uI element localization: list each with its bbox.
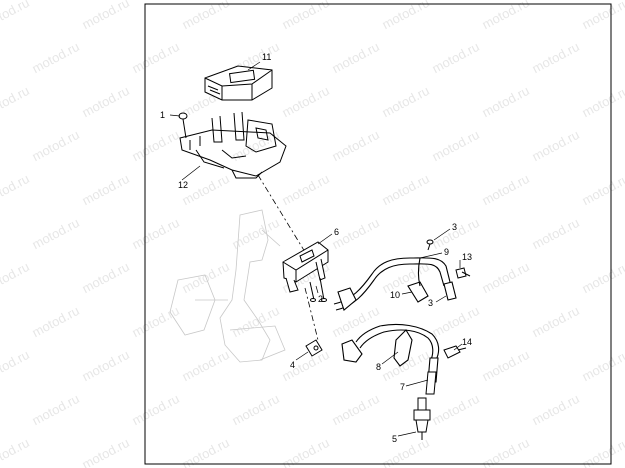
callout-numbers: 1 11 12 6 2 3 9 13 10 3 4 8 14 7 5 [160,52,472,444]
callout-11: 11 [262,52,271,62]
callout-7: 7 [400,382,405,392]
connector-14 [443,345,467,359]
alignment-line [257,174,306,253]
callout-4: 4 [290,360,295,370]
callout-14: 14 [462,337,472,347]
callout-9: 9 [444,247,449,257]
leader-lines [169,61,463,437]
mounting-bracket [179,111,287,179]
callout-3-upper: 3 [452,222,457,232]
engine-ghost-outline [169,209,286,363]
callout-2: 2 [318,294,323,304]
plug-boot-7 [425,371,437,395]
terminal-13 [455,267,471,279]
callout-1: 1 [160,110,165,120]
spark-plug [413,397,431,440]
callout-8: 8 [376,362,381,372]
callout-3-lower: 3 [428,298,433,308]
spark-plug-wire [341,323,440,383]
callout-12: 12 [178,180,188,190]
callout-6: 6 [334,227,339,237]
diagram-border [144,3,612,465]
alignment-line-2 [304,287,319,341]
callout-5: 5 [392,434,397,444]
callout-10: 10 [390,290,400,300]
bolt-1 [178,112,188,139]
ecu-module [204,65,273,101]
callout-13: 13 [462,252,472,262]
clip-4 [305,339,323,357]
screw-3a [426,239,434,251]
ignition-coil [282,241,329,293]
coil-bolts-2 [309,277,327,302]
coil-wire [333,257,457,311]
